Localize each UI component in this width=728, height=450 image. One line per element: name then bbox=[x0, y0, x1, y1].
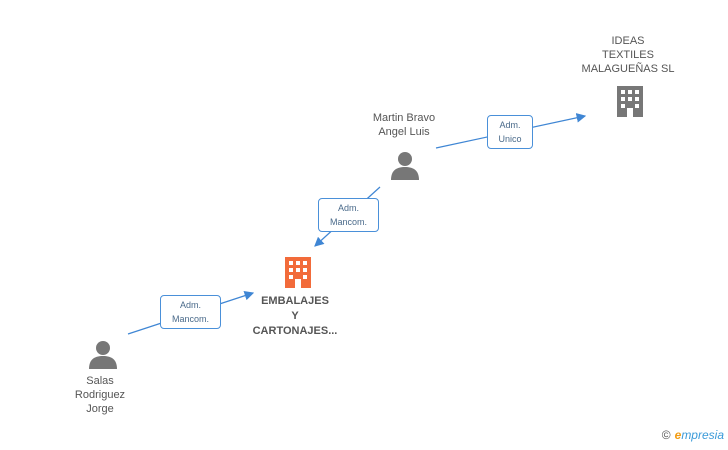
brand-name: mpresia bbox=[681, 428, 724, 442]
edge-label-adm-mancom-martin: Adm. Mancom. bbox=[318, 198, 379, 232]
edge-label-adm-unico: Adm. Unico bbox=[487, 115, 533, 149]
person-label-martin[interactable]: Martin Bravo Angel Luis bbox=[372, 112, 436, 138]
company-label-embalajes[interactable]: EMBALAJES Y CARTONAJES... bbox=[252, 295, 338, 337]
company-label-ideas[interactable]: IDEAS TEXTILES MALAGUEÑAS SL bbox=[581, 35, 675, 75]
edge-label-adm-mancom-salas: Adm. Mancom. bbox=[160, 295, 221, 329]
empresia-logo[interactable]: ©empresia bbox=[662, 428, 724, 442]
person-icon[interactable] bbox=[390, 150, 420, 180]
brand-initial: e bbox=[674, 428, 682, 442]
building-icon[interactable] bbox=[282, 255, 314, 289]
copyright-symbol: © bbox=[661, 428, 671, 442]
person-label-salas[interactable]: Salas Rodriguez Jorge bbox=[74, 375, 126, 415]
building-icon[interactable] bbox=[614, 84, 646, 118]
person-icon[interactable] bbox=[88, 339, 118, 369]
